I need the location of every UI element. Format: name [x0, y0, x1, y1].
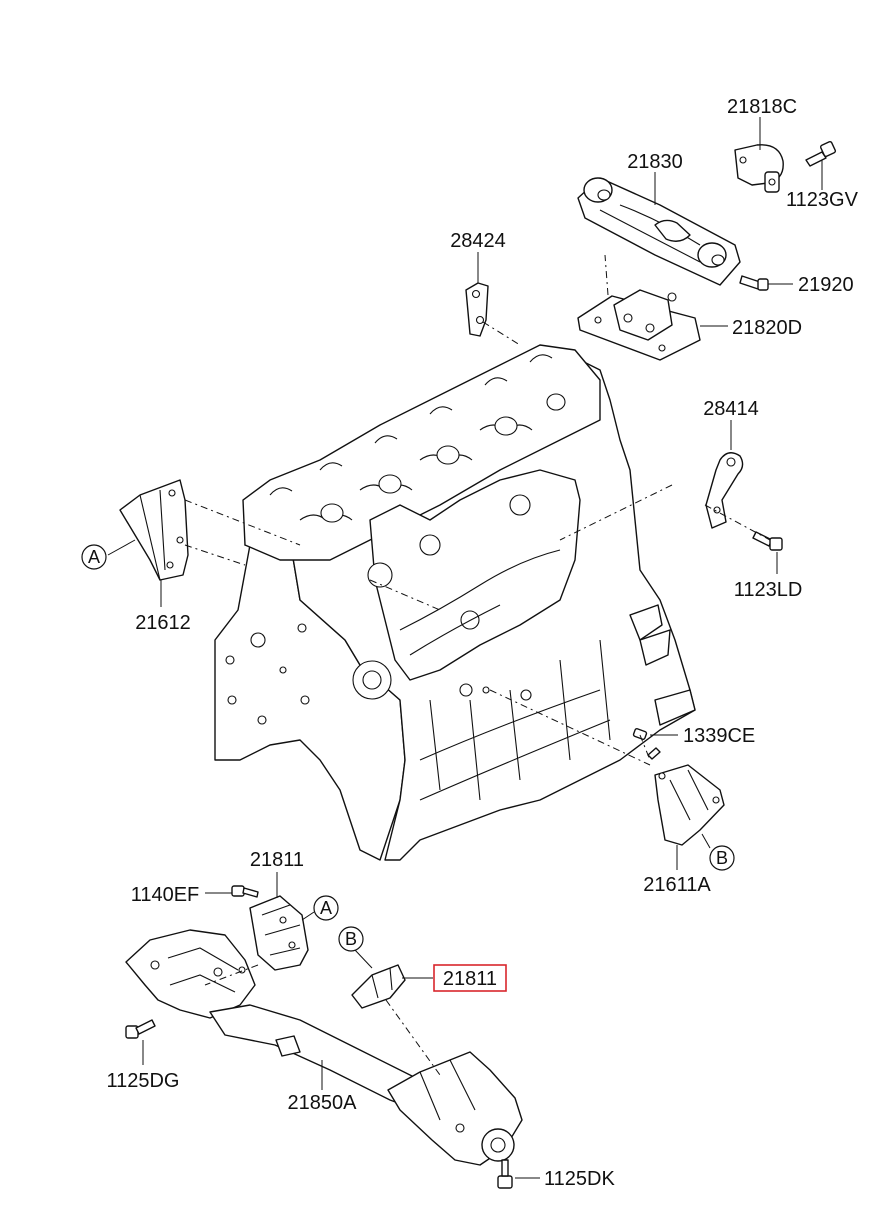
callout-a-upper: A: [81, 544, 107, 570]
callout-b-lower: B: [338, 926, 364, 952]
engine-block: [214, 344, 696, 861]
label-28414[interactable]: 28414: [703, 398, 759, 420]
label-1125DG[interactable]: 1125DG: [106, 1070, 179, 1092]
part-1339CE-pin: [632, 728, 661, 760]
part-21850A-crossmember: [125, 929, 523, 1166]
callout-b-upper: B: [709, 845, 735, 871]
callout-b-upper-text: B: [716, 848, 728, 868]
part-28414-hanger: [705, 452, 744, 529]
part-21830-mount: [577, 177, 741, 286]
label-21611A[interactable]: 21611A: [643, 874, 711, 896]
part-21920-bolt: [739, 275, 769, 291]
part-21611A-bracket: [654, 764, 725, 846]
label-1140EF[interactable]: 1140EF: [131, 884, 200, 906]
label-21850A[interactable]: 21850A: [288, 1092, 358, 1114]
part-28424-hanger: [465, 282, 489, 337]
part-21811-left-insulator: [249, 895, 309, 971]
part-21612-bracket: [119, 479, 189, 581]
callout-a-lower-text: A: [320, 898, 332, 918]
part-1140EF-bolt: [231, 885, 259, 898]
label-28424[interactable]: 28424: [450, 230, 506, 252]
label-21830[interactable]: 21830: [627, 151, 683, 173]
leader-lines: [107, 117, 823, 1179]
callout-b-lower-text: B: [345, 929, 357, 949]
part-number-labels: 21818C 1123GV 21830 21920 21820D 28424 2…: [106, 96, 858, 1190]
part-1125DG-bolt: [125, 1019, 156, 1039]
label-21811-left[interactable]: 21811: [250, 849, 304, 871]
part-21811-b-insulator: [351, 964, 406, 1009]
highlight-frame-21811: [433, 964, 507, 992]
label-1123LD[interactable]: 1123LD: [734, 579, 803, 601]
label-21612[interactable]: 21612: [135, 612, 191, 634]
callout-a-lower: A: [313, 895, 339, 921]
label-21920[interactable]: 21920: [798, 274, 854, 296]
part-21818C-bracket: [734, 144, 784, 193]
label-1123GV[interactable]: 1123GV: [786, 189, 859, 211]
part-1123LD-bolt: [752, 531, 783, 551]
label-1125DK[interactable]: 1125DK: [544, 1168, 615, 1190]
part-1123GV-bolt: [805, 140, 837, 167]
assembly-dash-lines: [184, 254, 771, 1076]
label-21811-highlighted[interactable]: 21811: [443, 968, 497, 990]
part-21820D-plate: [577, 289, 701, 361]
callout-a-upper-text: A: [88, 547, 100, 567]
label-21820D[interactable]: 21820D: [732, 317, 802, 339]
part-1125DK-bolt: [497, 1159, 513, 1189]
label-1339CE[interactable]: 1339CE: [683, 725, 755, 747]
label-21818C[interactable]: 21818C: [727, 96, 797, 118]
